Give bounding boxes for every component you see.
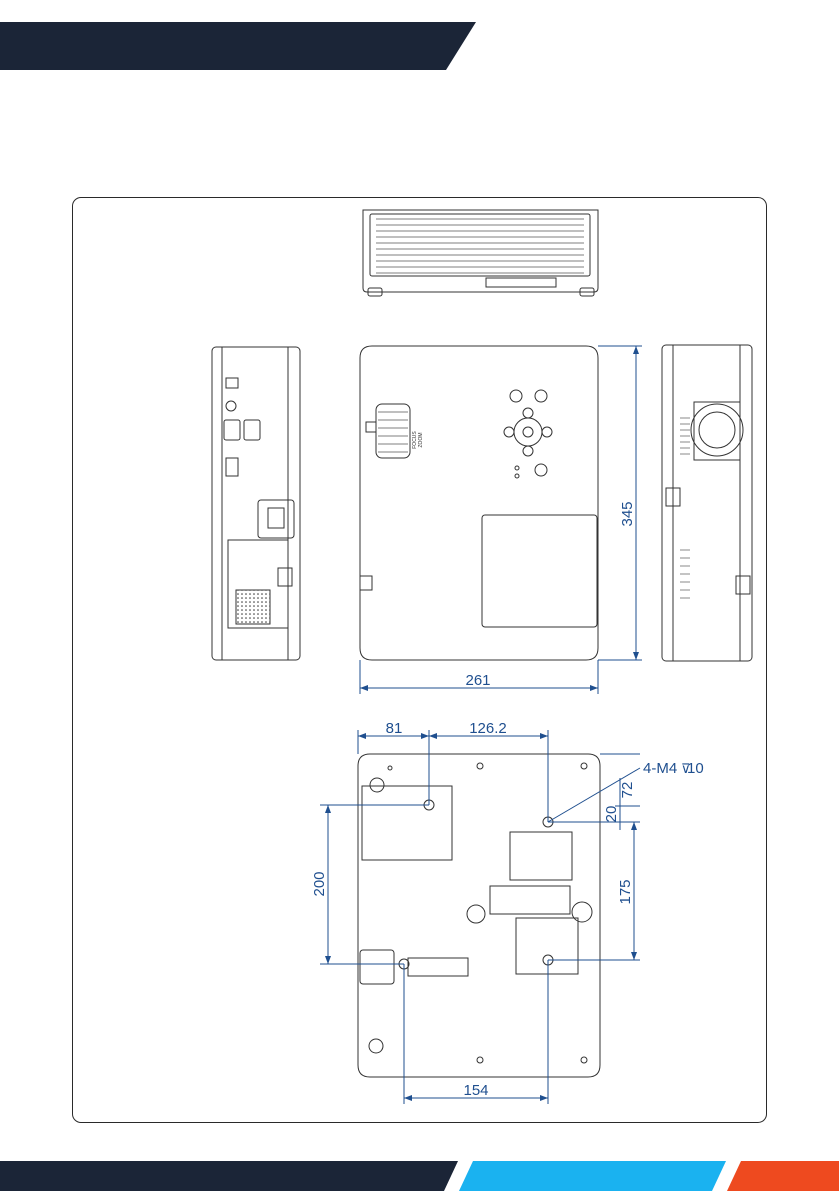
rating-label xyxy=(516,918,578,974)
dim-screw-label: 4-M4 xyxy=(643,760,677,777)
zoom-label: ZOOM xyxy=(418,433,424,448)
source-button-icon xyxy=(535,390,547,402)
footer-banner xyxy=(0,1161,839,1191)
dim-screw-depth: 10 xyxy=(687,760,704,777)
tilt-foot xyxy=(360,950,394,984)
dim-72: 72 xyxy=(619,782,636,799)
rear-foot xyxy=(370,778,384,792)
dim-154: 154 xyxy=(463,1082,488,1099)
dpad-control xyxy=(514,418,542,446)
bottom-view xyxy=(358,754,600,1077)
usb-port xyxy=(226,378,238,388)
dim-depth: 345 xyxy=(619,501,636,526)
power-inlet xyxy=(258,500,294,538)
vga-port-2 xyxy=(244,420,260,440)
bottom-vent xyxy=(510,832,572,880)
side-speaker-grille xyxy=(236,590,270,624)
audio-jack xyxy=(226,401,236,411)
dim-20: 20 xyxy=(603,806,620,823)
right-side-view xyxy=(662,345,752,661)
filter-cover xyxy=(482,515,597,627)
dim-175: 175 xyxy=(617,879,634,904)
lamp-cover xyxy=(362,786,452,860)
speaker-vent xyxy=(408,958,468,976)
dim-width: 261 xyxy=(465,672,490,689)
footer-orange-band xyxy=(727,1161,839,1191)
label-area xyxy=(490,886,570,914)
menu-button-icon xyxy=(535,464,547,476)
right-vent xyxy=(680,418,690,598)
rear-view xyxy=(363,210,598,296)
rear-vent-grille xyxy=(376,219,584,273)
footer-navy-band xyxy=(0,1161,458,1191)
footer-cyan-band xyxy=(459,1161,726,1191)
power-button-icon xyxy=(510,390,522,402)
dim-126-2: 126.2 xyxy=(469,720,507,737)
hdmi-port xyxy=(226,458,238,476)
front-foot xyxy=(572,902,592,922)
dim-200: 200 xyxy=(311,871,328,896)
vga-port-1 xyxy=(224,420,240,440)
projector-dimension-drawing: 345 261 81 126.2 4-M4 ⊽ 10 72 20 175 200… xyxy=(0,0,839,1160)
left-side-view xyxy=(212,347,300,660)
top-view xyxy=(360,346,598,660)
dim-81: 81 xyxy=(386,720,403,737)
